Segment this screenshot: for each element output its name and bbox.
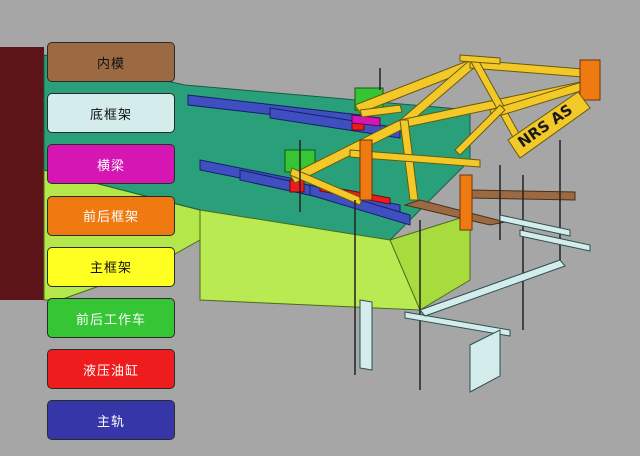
legend-item-5[interactable]: 前后工作车	[47, 298, 175, 338]
legend-item-label: 主轨	[96, 414, 125, 430]
legend-item-label: 液压油缸	[82, 363, 139, 379]
bottom-frame	[359, 214, 591, 393]
front-rear-frames	[359, 59, 601, 231]
legend-item-label: 底框架	[89, 107, 132, 123]
suspension-rods	[299, 68, 561, 390]
main-frame	[289, 54, 598, 206]
legend-item-label: 内模	[96, 56, 125, 72]
legend-item-2[interactable]: 横梁	[47, 144, 175, 185]
legend-item-0[interactable]: 内模	[47, 42, 175, 82]
legend-item-label: 横梁	[96, 158, 125, 174]
legend-item-3[interactable]: 前后框架	[47, 195, 175, 236]
legend-item-1[interactable]: 底框架	[47, 93, 175, 134]
legend-item-6[interactable]: 液压油缸	[47, 349, 175, 390]
cross-beams	[351, 114, 381, 127]
legend-item-label: 主框架	[89, 261, 132, 277]
legend-item-label: 前后工作车	[75, 312, 146, 328]
legend-item-7[interactable]: 主轨	[47, 400, 175, 441]
legend-item-label: 前后框架	[82, 210, 139, 226]
legend-item-4[interactable]: 主框架	[47, 246, 175, 287]
pier-edge	[0, 47, 44, 300]
